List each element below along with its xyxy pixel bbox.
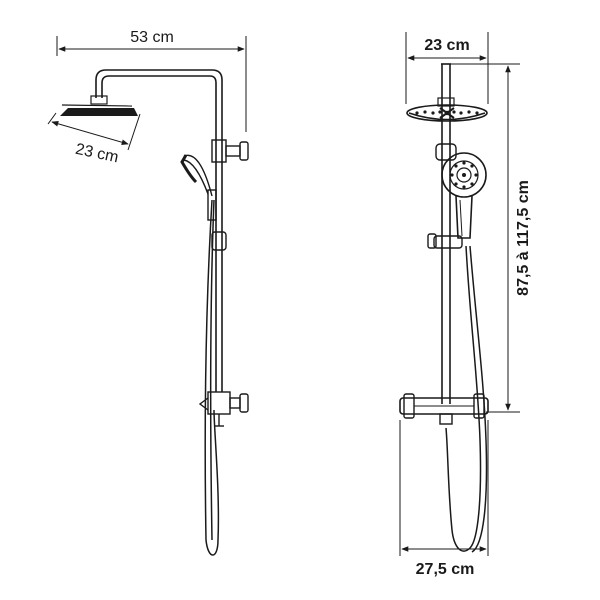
hand-shower-front bbox=[441, 152, 487, 239]
shower-arm bbox=[95, 69, 223, 140]
thermostatic-mixer-front bbox=[399, 393, 489, 425]
front-head-diameter-label: 23 cm bbox=[424, 37, 469, 54]
hose-side bbox=[204, 199, 220, 556]
upper-bracket bbox=[435, 143, 457, 161]
head-diameter-label: 23 cm bbox=[74, 141, 120, 167]
width-label: 53 cm bbox=[130, 29, 174, 46]
height-label: 87,5 à 117,5 cm bbox=[515, 180, 532, 296]
hand-shower-side bbox=[180, 154, 217, 221]
head-diameter-dimension: 23 cm bbox=[47, 112, 141, 167]
slider-front bbox=[427, 233, 463, 249]
front-view: 23 cm 87,5 à 117,5 cm bbox=[399, 32, 532, 578]
thermostatic-mixer-side bbox=[198, 391, 249, 427]
rain-shower-head-side bbox=[60, 95, 138, 116]
front-head-diameter-dimension: 23 cm bbox=[405, 32, 489, 104]
slider-side bbox=[211, 231, 227, 251]
rain-shower-head-front bbox=[406, 97, 488, 122]
base-width-label: 27,5 cm bbox=[416, 561, 475, 578]
hose-front bbox=[445, 245, 482, 552]
base-width-dimension: 27,5 cm bbox=[399, 420, 489, 578]
height-dimension: 87,5 à 117,5 cm bbox=[448, 63, 532, 413]
side-view: 53 cm 23 cm bbox=[47, 29, 249, 556]
diverter-knob bbox=[211, 139, 249, 163]
width-dimension: 53 cm bbox=[56, 29, 247, 132]
